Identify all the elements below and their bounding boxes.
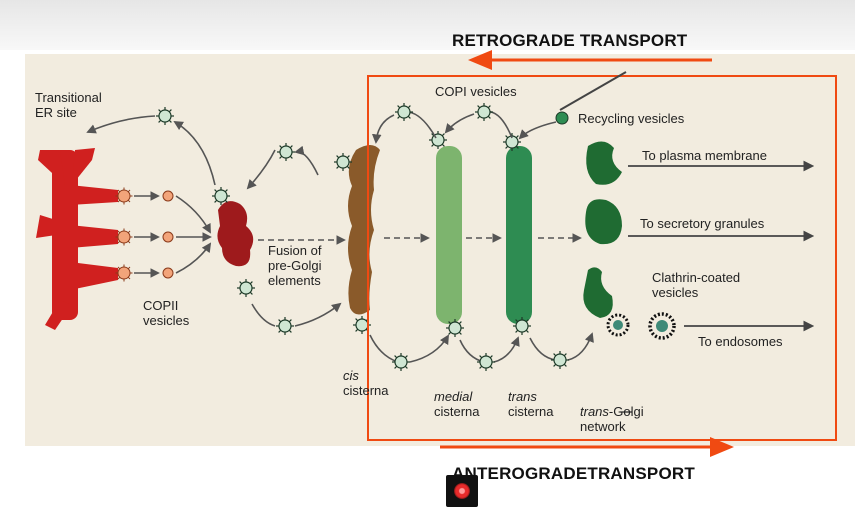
er-network	[36, 148, 118, 330]
trans-golgi-network	[583, 141, 622, 318]
label-copi-vesicles: COPI vesicles	[435, 84, 517, 99]
record-icon	[454, 483, 470, 499]
copii-vesicles	[115, 187, 174, 282]
cis-cisterna	[348, 145, 380, 315]
golgi-highlight-box	[367, 75, 837, 441]
medial-cisterna	[436, 146, 462, 324]
label-to-plasma-membrane: To plasma membrane	[642, 148, 767, 163]
record-button[interactable]	[446, 475, 478, 507]
trans-cisterna	[506, 146, 532, 324]
retrograde-title: RETROGRADE TRANSPORT	[452, 31, 688, 50]
pre-golgi-element	[217, 201, 254, 267]
retrograde-arrow	[468, 50, 712, 70]
anterograde-arrow	[440, 437, 734, 457]
anterograde-title: ANTEROGRADETRANSPORT	[452, 464, 695, 483]
top-bar	[0, 0, 855, 50]
label-to-secretory-granules: To secretory granules	[640, 216, 765, 231]
label-recycling-vesicles: Recycling vesicles	[578, 111, 685, 126]
label-trans-golgi-network: trans-Golgi network	[580, 404, 644, 434]
label-to-endosomes: To endosomes	[698, 334, 783, 349]
